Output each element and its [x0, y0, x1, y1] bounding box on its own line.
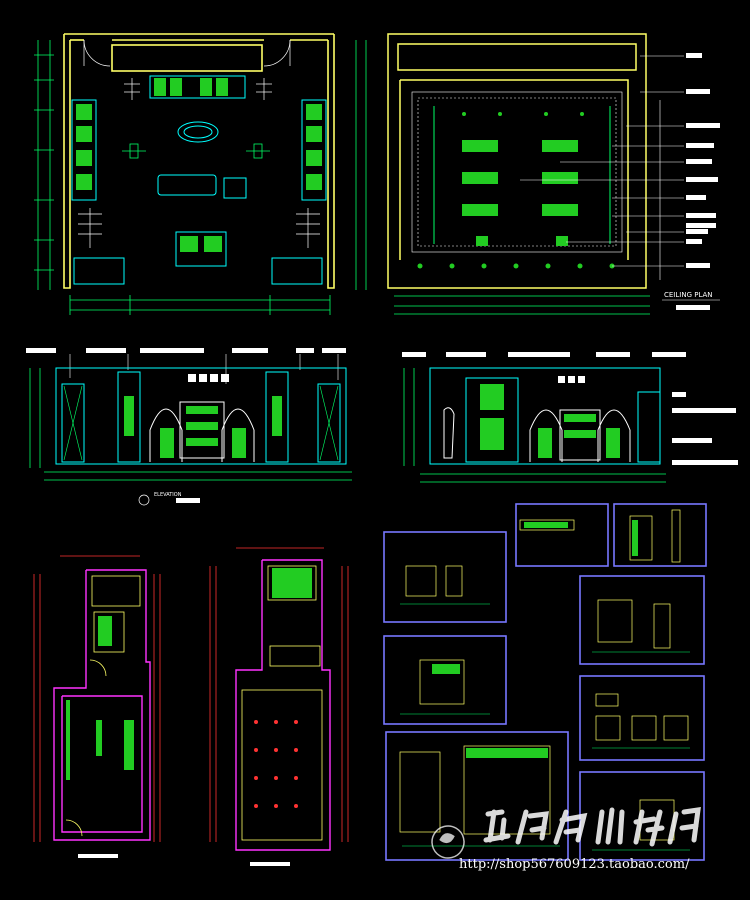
ceiling-dimensions	[355, 40, 650, 315]
ceiling-leaders	[520, 55, 684, 280]
watermark: http://shop567609123.taobao.com/	[431, 807, 701, 872]
layout-right-dims	[209, 547, 349, 842]
layout-left-rooms	[65, 575, 141, 837]
ceiling-caption-cn	[676, 305, 710, 310]
elevation-right-sign	[558, 376, 585, 383]
layout-right-walls	[235, 559, 331, 851]
plan-green-fixtures	[76, 78, 322, 252]
plan-walls	[63, 33, 335, 289]
detail-panel-fills	[432, 520, 638, 758]
ceiling-walls	[387, 33, 647, 289]
layout-left-caption	[78, 854, 118, 858]
layout-plan-right	[209, 547, 349, 866]
elevation-left-hatch	[63, 385, 339, 461]
watermark-url: http://shop567609123.taobao.com/	[459, 857, 690, 872]
layout-right-ceiling	[241, 565, 323, 841]
floor-plan	[34, 33, 335, 315]
elevation-left-panels	[55, 367, 347, 465]
elevation-left-dims	[29, 368, 352, 481]
plan-furniture	[71, 75, 327, 285]
layout-right-fixtures	[272, 568, 312, 598]
elevation-left-labels	[26, 348, 346, 353]
elevation-left: ELEVATION	[26, 348, 352, 506]
layout-right-caption	[250, 862, 290, 866]
watermark-calligraphy-icon	[483, 807, 701, 847]
plan-dimension-bottom	[69, 295, 331, 315]
detail-panel-frames	[383, 503, 707, 861]
elevation-caption-en: ELEVATION	[154, 492, 182, 498]
elevation-left-goods	[124, 396, 282, 458]
elevation-right-dims	[403, 368, 666, 483]
detail-panel-contents	[399, 509, 689, 841]
detail-panel-dims	[400, 603, 690, 851]
layout-right-lights	[254, 720, 298, 808]
ceiling-light-rows	[433, 106, 611, 244]
elevation-left-sign	[188, 374, 229, 382]
plan-stands	[122, 143, 270, 159]
layout-left-dims	[33, 555, 161, 842]
elevation-right-arches	[443, 407, 631, 462]
elevation-left-marker	[138, 494, 150, 506]
plan-dimension-left	[34, 40, 54, 290]
ceiling-inner-frame	[411, 91, 623, 253]
logo-stamp-icon	[431, 825, 465, 859]
elevation-right-goods	[480, 384, 620, 458]
plan-doors	[83, 39, 291, 67]
plan-racks	[78, 78, 320, 248]
elevation-right-panels	[429, 367, 661, 465]
layout-left-fixtures	[66, 616, 134, 780]
ceiling-caption-en: CEILING PLAN	[664, 291, 713, 299]
elevation-left-leaders	[69, 354, 339, 384]
elevation-caption-cn	[176, 498, 200, 503]
elevation-right-labels	[402, 352, 738, 465]
layout-plan-left	[33, 555, 161, 858]
ceiling-lights	[417, 112, 615, 269]
layout-left-walls	[53, 569, 151, 841]
ceiling-legend-labels	[686, 53, 720, 268]
ceiling-plan: CEILING PLAN	[355, 33, 720, 315]
elevation-left-arches	[149, 401, 255, 462]
elevation-right	[402, 352, 738, 483]
